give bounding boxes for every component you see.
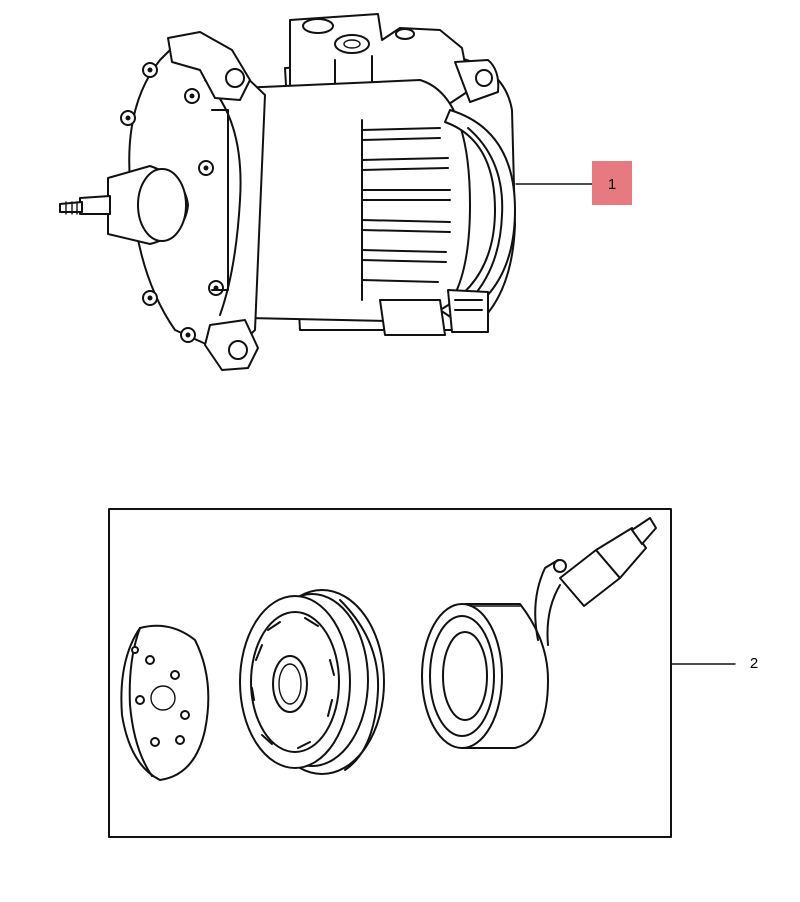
clutch-kit-frame [108,508,672,838]
callout-1-highlight [592,161,632,205]
pressure-plate-drawing [120,624,210,781]
callout-1-label: 1 [608,176,616,193]
bolt-icon [120,62,224,343]
callout-1[interactable]: 1 [592,161,632,205]
field-coil-drawing [421,517,657,749]
compressor-drawing [59,13,516,371]
pulley-drawing [239,589,385,775]
callout-2[interactable]: 2 [750,655,758,672]
callout-2-label: 2 [750,655,758,672]
